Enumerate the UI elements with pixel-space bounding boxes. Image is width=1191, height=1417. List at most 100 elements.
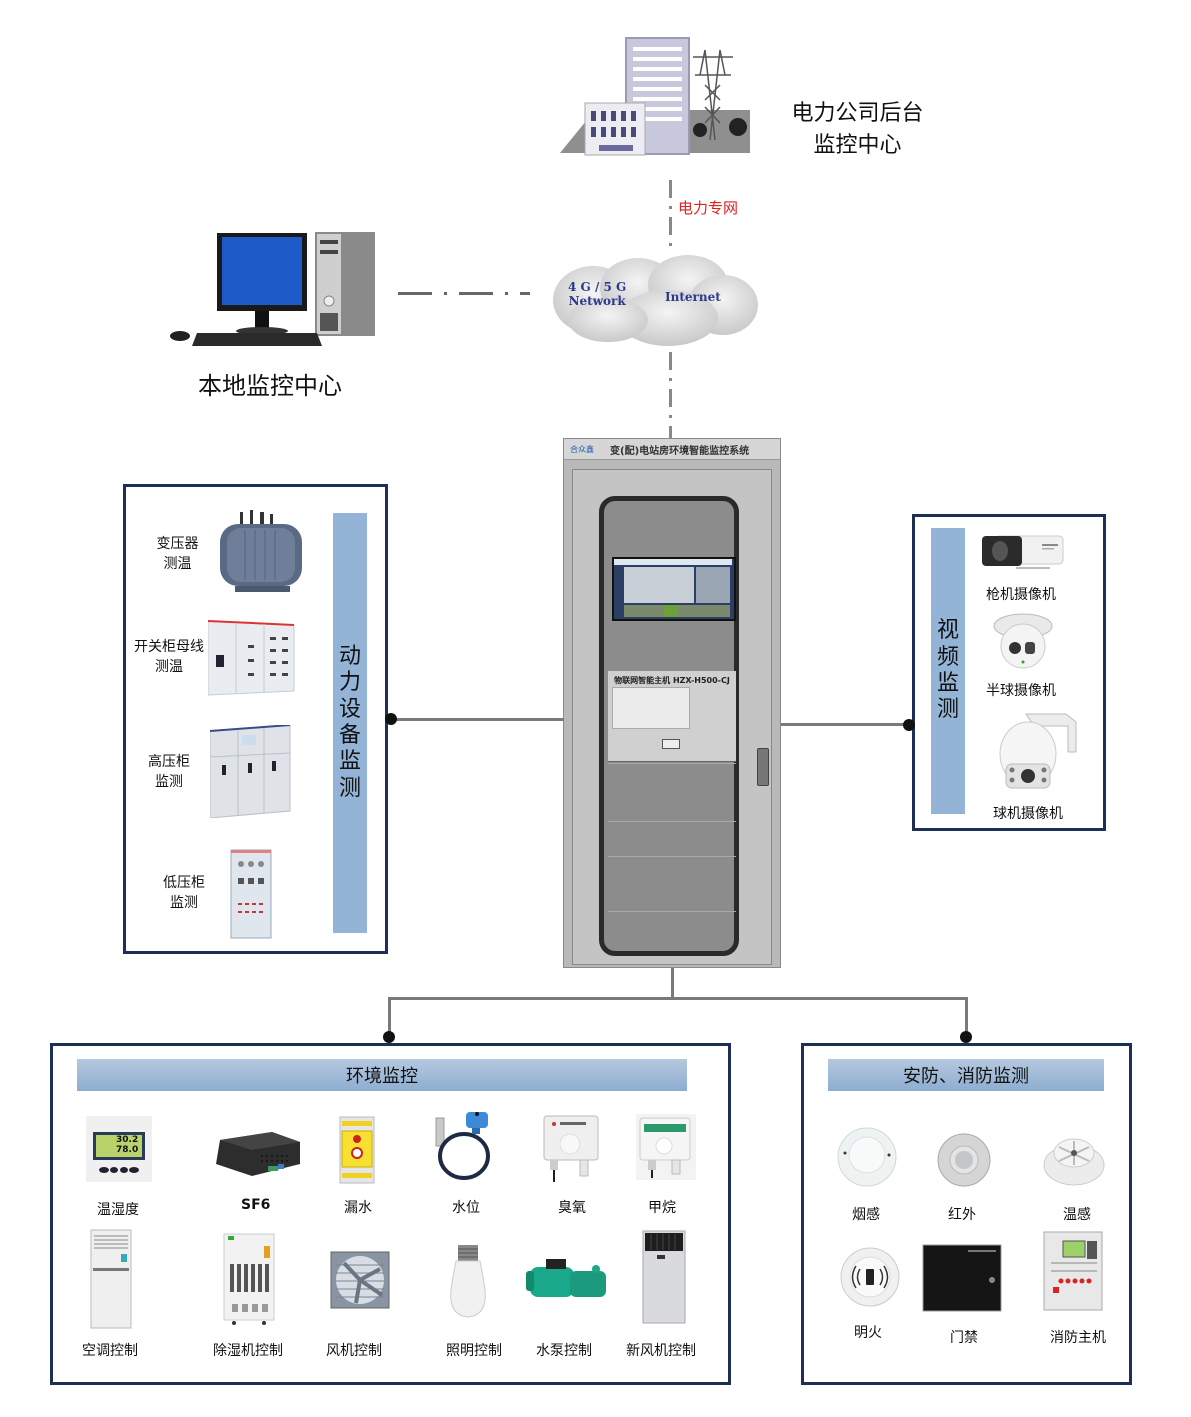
security-item-label: 温感 bbox=[1063, 1207, 1091, 1223]
infrared-detector-icon bbox=[937, 1133, 991, 1187]
cloud-network-word: Network bbox=[568, 294, 626, 309]
video-panel-connector bbox=[781, 723, 909, 726]
desktop-computer-icon bbox=[162, 228, 392, 348]
access-control-icon bbox=[922, 1244, 1002, 1312]
environment-monitoring-panel bbox=[50, 1043, 731, 1385]
env-item-label: 风机控制 bbox=[326, 1343, 382, 1359]
security-item-label: 红外 bbox=[948, 1207, 976, 1223]
label-line: 低压柜 bbox=[163, 875, 205, 891]
heat-detector-icon bbox=[1043, 1133, 1105, 1187]
power-item-low-voltage-label: 低压柜 监测 bbox=[158, 873, 210, 914]
local-center-label: 本地监控中心 bbox=[198, 372, 342, 400]
power-company-center-line1: 电力公司后台 bbox=[791, 101, 924, 126]
exhaust-fan-icon bbox=[330, 1251, 390, 1309]
label-line: 监测 bbox=[155, 774, 183, 791]
flame-detector-icon bbox=[840, 1247, 900, 1307]
bullet-camera-label: 枪机摄像机 bbox=[986, 587, 1056, 603]
power-company-center-label: 电力公司后台 监控中心 bbox=[770, 98, 945, 162]
security-branch-connector bbox=[965, 997, 968, 1037]
env-panel-title: 环境监控 bbox=[77, 1059, 687, 1091]
power-title-char: 监 bbox=[338, 749, 361, 775]
security-panel-title: 安防、消防监测 bbox=[828, 1059, 1104, 1091]
env-item-label: 除湿机控制 bbox=[213, 1343, 283, 1359]
ptz-camera-label: 球机摄像机 bbox=[993, 806, 1063, 822]
env-item-label: 新风机控制 bbox=[626, 1343, 696, 1359]
power-title-char: 设 bbox=[338, 696, 361, 722]
cabinet-header: 合众鑫 变(配)电站房环境智能监控系统 bbox=[564, 439, 780, 460]
power-company-center-line2: 监控中心 bbox=[813, 132, 902, 158]
power-panel-connector-dot bbox=[385, 713, 397, 725]
high-voltage-cabinet-icon bbox=[209, 724, 292, 819]
dome-camera-label: 半球摄像机 bbox=[986, 683, 1056, 699]
cabinet-monitor-screen bbox=[612, 557, 736, 621]
cabinet-brand-logo: 合众鑫 bbox=[570, 444, 594, 454]
cabinet-door-frame: 物联网智能主机 HZX-H500-CJ bbox=[572, 469, 772, 965]
power-title-char: 力 bbox=[338, 670, 361, 696]
cabinet-door-handle[interactable] bbox=[757, 748, 769, 786]
security-item-label: 消防主机 bbox=[1050, 1330, 1106, 1346]
label-line: 监测 bbox=[170, 895, 198, 912]
cabinet-glass-window: 物联网智能主机 HZX-H500-CJ bbox=[599, 496, 739, 956]
ozone-sensor-icon bbox=[540, 1112, 602, 1184]
label-line: 变压器 bbox=[156, 536, 199, 552]
cabinet-drawer-handle[interactable] bbox=[662, 739, 680, 749]
air-conditioner-icon bbox=[89, 1228, 133, 1330]
security-fire-monitoring-panel bbox=[801, 1043, 1132, 1385]
env-item-label: 空调控制 bbox=[82, 1343, 138, 1359]
video-panel-connector-dot bbox=[903, 719, 915, 731]
transformer-icon bbox=[215, 510, 305, 595]
network-cloud-icon bbox=[548, 250, 760, 350]
bottom-trunk-connector bbox=[671, 968, 674, 998]
power-title-char: 测 bbox=[338, 775, 361, 801]
label-line: 测温 bbox=[163, 556, 192, 573]
security-item-label: 明火 bbox=[854, 1325, 882, 1341]
power-item-high-voltage-label: 高压柜 监测 bbox=[143, 752, 195, 793]
cloud-4g5g-label: 4 G / 5 G bbox=[568, 280, 627, 294]
private-network-connector bbox=[669, 180, 672, 250]
label-line: 测温 bbox=[155, 659, 183, 676]
power-panel-title: 动 力 设 备 监 测 bbox=[333, 513, 367, 933]
thermo-reading-humidity: 78.0 bbox=[116, 1145, 139, 1155]
ptz-camera-icon bbox=[996, 708, 1080, 792]
bottom-branch-connector bbox=[388, 997, 968, 1000]
env-item-label: 照明控制 bbox=[446, 1343, 502, 1359]
power-panel-connector bbox=[392, 718, 564, 721]
bullet-camera-icon bbox=[980, 530, 1065, 575]
label-line: 高压柜 bbox=[148, 754, 190, 770]
cloud-network-label: 4 G / 5 G Network bbox=[568, 280, 626, 309]
security-item-label: 烟感 bbox=[852, 1207, 880, 1223]
cabinet-host-panel: 物联网智能主机 HZX-H500-CJ bbox=[608, 671, 736, 762]
smoke-detector-icon bbox=[837, 1127, 897, 1187]
video-title-char: 监 bbox=[936, 671, 959, 696]
power-company-building-icon bbox=[555, 15, 755, 160]
env-item-label: 甲烷 bbox=[648, 1200, 676, 1216]
fire-alarm-panel-icon bbox=[1043, 1231, 1103, 1311]
video-title-char: 测 bbox=[936, 697, 959, 723]
power-title-char: 动 bbox=[338, 643, 361, 669]
power-title-char: 备 bbox=[338, 723, 361, 748]
video-panel-title: 视 频 监 测 bbox=[931, 528, 965, 814]
water-leak-sensor-icon bbox=[336, 1115, 382, 1185]
sf6-sensor-icon bbox=[212, 1130, 302, 1178]
cloud-cabinet-connector bbox=[669, 352, 672, 440]
env-item-label: SF6 bbox=[241, 1197, 271, 1213]
env-item-label: 水位 bbox=[452, 1200, 480, 1216]
light-bulb-icon bbox=[444, 1243, 492, 1319]
env-branch-connector bbox=[388, 997, 391, 1037]
water-pump-icon bbox=[526, 1257, 616, 1303]
water-level-sensor-icon bbox=[432, 1108, 494, 1183]
video-title-char: 视 bbox=[936, 618, 959, 644]
fresh-air-unit-icon bbox=[641, 1229, 687, 1325]
private-network-label: 电力专网 bbox=[678, 199, 739, 217]
video-title-char: 频 bbox=[936, 644, 959, 670]
thermo-hygrometer-icon: 30.2 78.0 bbox=[86, 1116, 152, 1182]
thermo-reading-temp: 30.2 bbox=[116, 1135, 139, 1145]
env-item-label: 水泵控制 bbox=[536, 1343, 592, 1359]
dehumidifier-icon bbox=[222, 1232, 276, 1326]
env-item-label: 臭氧 bbox=[558, 1200, 586, 1216]
security-connector-dot bbox=[960, 1031, 972, 1043]
iot-host-cabinet: 合众鑫 变(配)电站房环境智能监控系统 物联网智能主机 HZX-H500-CJ bbox=[563, 438, 781, 968]
switchgear-icon bbox=[207, 615, 296, 697]
cabinet-host-label: 物联网智能主机 HZX-H500-CJ bbox=[614, 676, 730, 685]
env-item-label: 温湿度 bbox=[97, 1202, 139, 1218]
